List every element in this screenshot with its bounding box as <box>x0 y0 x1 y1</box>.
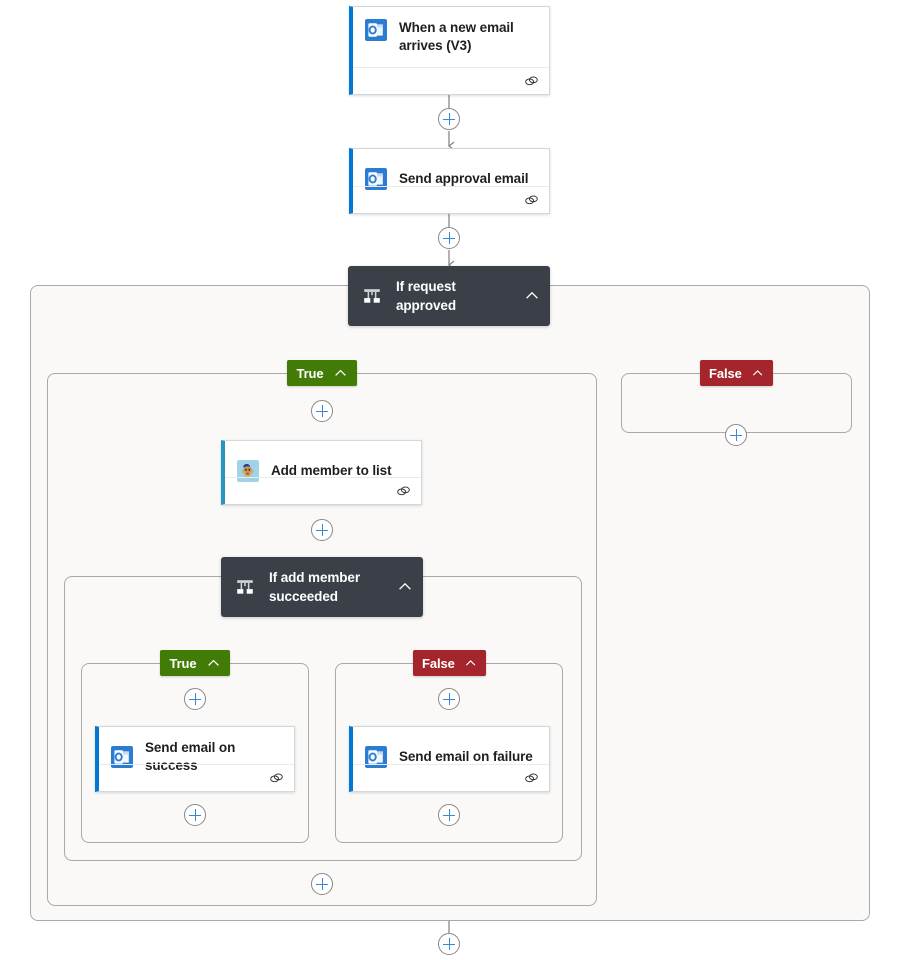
card-send-email-on-failure[interactable]: Send email on failure <box>349 726 550 792</box>
condition-if-add-member-succeeded[interactable]: If add member succeeded <box>221 557 423 617</box>
add-step-after-send-approval[interactable] <box>438 227 460 249</box>
branch-badge-outer-false[interactable]: False <box>700 360 773 386</box>
chevron-up-icon[interactable] <box>206 656 221 671</box>
outlook-icon <box>365 168 387 190</box>
chevron-up-icon[interactable] <box>397 579 413 595</box>
condition-title: If add member succeeded <box>269 570 360 604</box>
condition-branch-icon <box>237 580 253 594</box>
outlook-icon <box>111 746 133 768</box>
add-step-after-trigger[interactable] <box>438 108 460 130</box>
add-step-inner-true-top[interactable] <box>184 688 206 710</box>
card-header: Send email on success <box>99 727 294 787</box>
branch-label: True <box>169 655 197 671</box>
card-title: Send approval email <box>399 171 529 186</box>
connection-link-icon[interactable] <box>524 772 539 784</box>
condition-if-request-approved[interactable]: If request approved <box>348 266 550 326</box>
card-footer <box>99 764 294 791</box>
card-title: Add member to list <box>271 463 392 478</box>
card-add-member-to-list[interactable]: Add member to list <box>221 440 422 505</box>
branch-badge-inner-false[interactable]: False <box>413 650 486 676</box>
connection-link-icon[interactable] <box>524 194 539 206</box>
condition-title: If request approved <box>396 279 456 313</box>
chevron-up-icon[interactable] <box>464 656 477 671</box>
card-footer <box>353 67 549 94</box>
card-title: Send email on failure <box>399 749 533 764</box>
connection-link-icon[interactable] <box>396 485 411 497</box>
add-step-inner-true-bottom[interactable] <box>184 804 206 826</box>
branch-label: True <box>296 365 324 381</box>
condition-branch-icon <box>364 289 380 303</box>
add-step-inner-false-bottom[interactable] <box>438 804 460 826</box>
connection-link-icon[interactable] <box>269 772 284 784</box>
card-send-email-on-success[interactable]: Send email on success <box>95 726 295 792</box>
card-footer <box>353 186 549 213</box>
card-header: When a new email arrives (V3) <box>353 7 549 69</box>
chevron-up-icon[interactable] <box>524 288 540 304</box>
card-header: Add member to list <box>225 441 421 501</box>
branch-badge-outer-true[interactable]: True <box>287 360 357 386</box>
add-step-inner-false-top[interactable] <box>438 688 460 710</box>
branch-label: False <box>422 655 455 671</box>
card-when-a-new-email-arrives[interactable]: When a new email arrives (V3) <box>349 6 550 95</box>
card-title: Send email on success <box>145 740 236 773</box>
card-send-approval-email[interactable]: Send approval email <box>349 148 550 214</box>
chevron-up-icon[interactable] <box>751 366 764 381</box>
chevron-up-icon[interactable] <box>333 366 348 381</box>
card-header: Send email on failure <box>353 727 549 787</box>
add-step-outer-true-top[interactable] <box>311 400 333 422</box>
outlook-icon <box>365 19 387 41</box>
branch-badge-inner-true[interactable]: True <box>160 650 230 676</box>
card-title: When a new email arrives (V3) <box>399 20 514 53</box>
connection-link-icon[interactable] <box>524 75 539 87</box>
branch-label: False <box>709 365 742 381</box>
mailchimp-icon <box>237 460 259 482</box>
add-step-outer-false[interactable] <box>725 424 747 446</box>
card-footer <box>225 477 421 504</box>
card-footer <box>353 764 549 791</box>
card-header: Send approval email <box>353 149 549 209</box>
add-step-after-add-member[interactable] <box>311 519 333 541</box>
add-step-outer-true-bottom[interactable] <box>311 873 333 895</box>
add-step-after-condition[interactable] <box>438 933 460 955</box>
outlook-icon <box>365 746 387 768</box>
